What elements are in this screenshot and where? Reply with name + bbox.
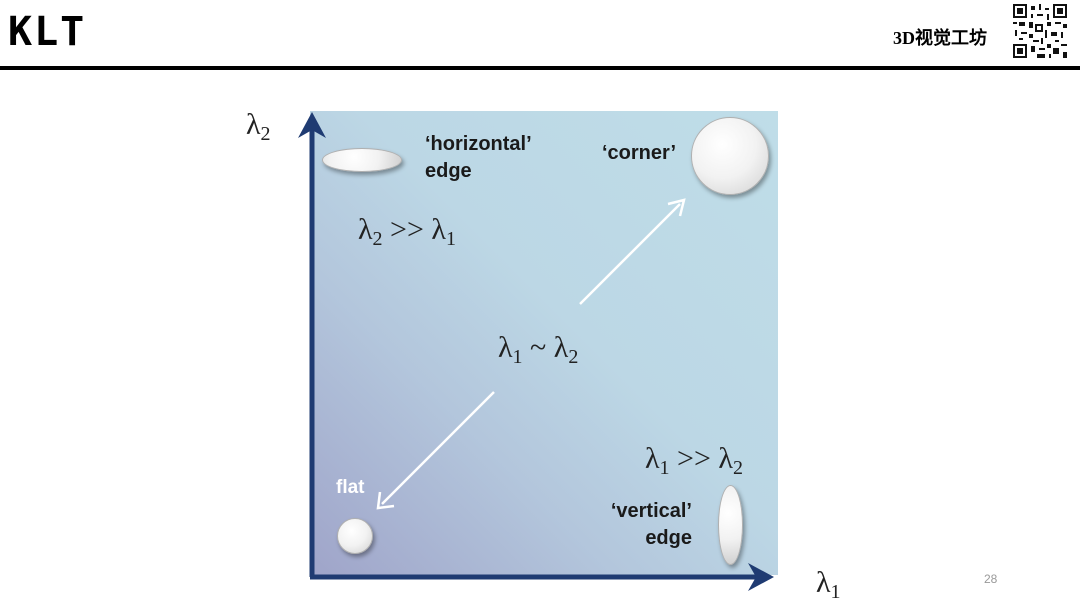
horizontal-edge-ellipse — [322, 148, 402, 172]
y-axis-label: λ2 — [246, 108, 271, 146]
vertical-relation: λ1 >> λ2 — [645, 442, 743, 480]
y-axis-arrowhead — [298, 112, 326, 138]
header-divider — [0, 66, 1080, 70]
horizontal-edge-label: ‘horizontal’ edge — [425, 133, 532, 182]
vertical-edge-ellipse — [718, 485, 743, 565]
qr-code-icon — [1013, 4, 1067, 58]
vertical-edge-label: ‘vertical’ edge — [610, 500, 692, 549]
x-axis-arrowhead — [748, 563, 774, 591]
flat-circle — [337, 518, 373, 554]
flat-label: flat — [336, 477, 365, 498]
page-number: 28 — [984, 572, 998, 586]
corner-label: ‘corner’ — [602, 142, 677, 164]
corner-circle — [691, 117, 769, 195]
equal-relation: λ1 ~ λ2 — [498, 331, 579, 369]
arrow-to-corner — [579, 203, 681, 305]
arrow-to-flat — [381, 391, 495, 505]
brand-name: 3D视觉工坊 — [893, 28, 987, 48]
horizontal-relation: λ2 >> λ1 — [358, 213, 456, 251]
x-axis-label: λ1 — [816, 566, 841, 604]
slide-title: KLT — [8, 9, 87, 55]
